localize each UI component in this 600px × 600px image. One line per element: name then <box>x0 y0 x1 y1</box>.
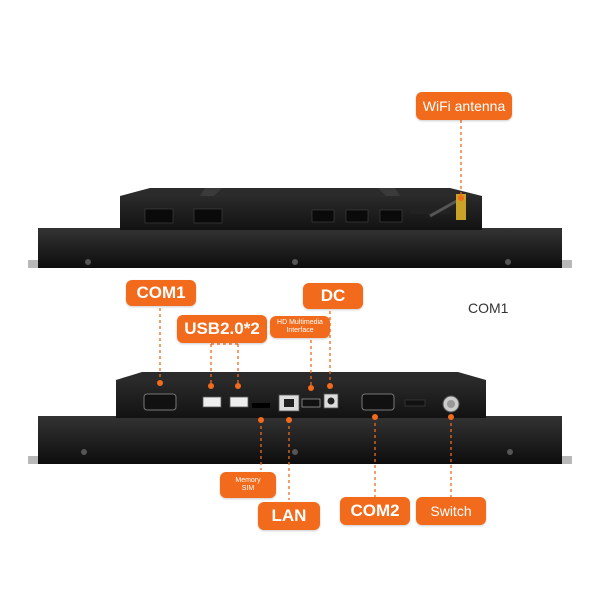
device-top-view <box>28 188 572 268</box>
callout-lines <box>157 120 464 500</box>
wifi-antenna-connector-icon <box>456 194 466 220</box>
usb-port-icon <box>229 396 249 408</box>
hdmi-label: HD Multimedia Interface <box>270 316 330 338</box>
com1-side-text: COM1 <box>468 300 509 316</box>
switch-label: Switch <box>416 497 486 525</box>
com1-port-icon <box>143 393 177 411</box>
hdmi-port-icon <box>301 398 321 408</box>
memory-sim-label: Memory SIM <box>220 472 276 498</box>
wifi-antenna-label: WiFi antenna <box>416 92 512 120</box>
com2-port-icon <box>361 393 395 411</box>
dc-label: DC <box>303 283 363 309</box>
usb-port-icon <box>202 396 222 408</box>
usb-label: USB2.0*2 <box>177 315 267 343</box>
com2-label: COM2 <box>340 497 410 525</box>
sim-slot-icon <box>252 403 270 408</box>
device-bottom-view <box>28 372 572 464</box>
lan-label: LAN <box>258 502 320 530</box>
com1-label: COM1 <box>126 280 196 306</box>
